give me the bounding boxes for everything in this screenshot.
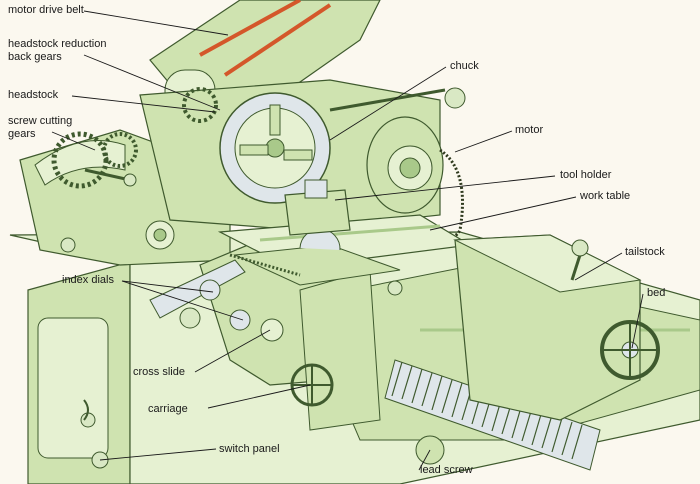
- label-carriage: carriage: [148, 403, 188, 415]
- label-switch-panel: switch panel: [219, 443, 280, 455]
- label-bed: bed: [647, 287, 666, 299]
- label-motor-drive-belt: motor drive belt: [8, 4, 84, 16]
- tailstock: [453, 234, 660, 421]
- work-table: [149, 214, 472, 331]
- label-cross-slide: cross slide: [133, 366, 185, 378]
- label-tailstock: tailstock: [625, 246, 665, 258]
- label-headstock: headstock: [8, 89, 59, 101]
- label-index-dials: index dials: [62, 274, 114, 286]
- label-lead-screw: lead screw: [420, 464, 473, 476]
- label-headstock-reduction-line2: back gears: [8, 51, 62, 63]
- label-chuck: chuck: [450, 60, 479, 72]
- label-tool-holder: tool holder: [560, 169, 612, 181]
- label-motor: motor: [515, 124, 544, 136]
- label-screw-cutting-line1: screw cutting: [8, 115, 73, 127]
- chuck: [219, 92, 331, 204]
- label-work-table: work table: [580, 190, 631, 202]
- label-headstock-reduction-line1: headstock reduction: [8, 38, 107, 50]
- tool-holder: [284, 179, 403, 296]
- motor: [366, 116, 464, 239]
- label-screw-cutting-line2: gears: [8, 128, 36, 140]
- leader-lines: [51, 10, 644, 471]
